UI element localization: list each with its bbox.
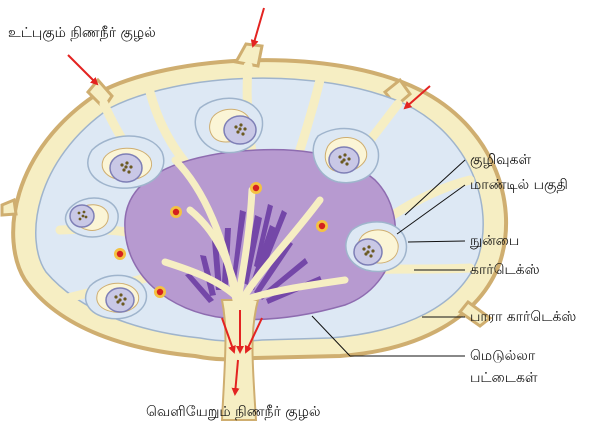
afferent-arrow-top bbox=[253, 8, 264, 46]
label-cortex: கார்டெக்ஸ் bbox=[470, 261, 540, 279]
label-sinuses: குழிவுகள் bbox=[470, 151, 531, 169]
label-paracortex: பாரா கார்டெக்ஸ் bbox=[470, 308, 576, 326]
label-afferent-vessel: உட்புகும் நிணநீர் குழல் bbox=[8, 24, 156, 42]
label-follicle: நுன்பை bbox=[470, 232, 519, 250]
label-mantle-region: மாண்டில் பகுதி bbox=[470, 176, 568, 194]
label-medulla-cords: பட்டைகள் bbox=[470, 369, 538, 387]
afferent-arrow-left bbox=[68, 55, 97, 84]
label-efferent-vessel: வெளியேறும் நிணநீர் குழல் bbox=[146, 403, 321, 421]
label-medulla: மெடுல்லா bbox=[470, 347, 535, 365]
